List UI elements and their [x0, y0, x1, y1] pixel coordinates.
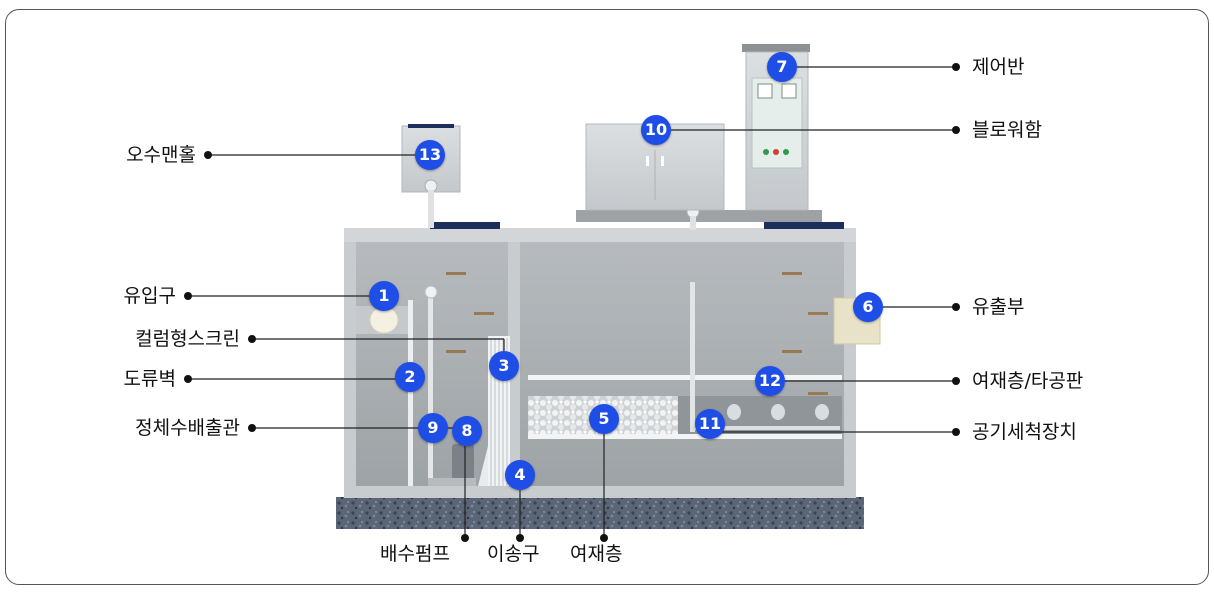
perforated-plate-bottom [528, 434, 842, 439]
wall-brackets [446, 272, 828, 395]
baffle-wall [408, 300, 413, 486]
label-transfer-port: 이송구 [487, 543, 540, 565]
air-bubbles [727, 404, 829, 420]
badge-3: 3 [489, 351, 519, 381]
pump-base [428, 478, 476, 486]
gravel-base [336, 497, 864, 529]
air-header-pipe [690, 426, 840, 430]
perforated-plate-top [528, 375, 842, 380]
badge-6: 6 [853, 292, 883, 322]
label-outlet: 유출부 [972, 296, 1025, 318]
meter-left [757, 83, 773, 99]
indicator-green-2 [783, 149, 789, 155]
badge-10: 10 [641, 115, 671, 145]
badge-7: 7 [767, 52, 797, 82]
label-baffle-wall: 도류벽 [123, 368, 176, 390]
badge-8: 8 [452, 416, 482, 446]
badge-1: 1 [369, 281, 399, 311]
stagnant-water-pipe [428, 292, 433, 482]
blower-platform [576, 210, 822, 222]
badge-4: 4 [505, 460, 535, 490]
leader-dots [184, 63, 960, 542]
badge-9: 9 [418, 413, 448, 443]
pipe-elbow [424, 285, 438, 299]
label-sewage-manhole: 오수맨홀 [126, 144, 196, 166]
badge-2: 2 [395, 362, 425, 392]
manhole-pipe [428, 190, 434, 228]
air-wash-pipe [690, 282, 695, 432]
label-media-perforated-plate: 여재층/타공판 [972, 370, 1084, 392]
blower-pipe [690, 216, 696, 230]
label-column-screen: 컬럼형스크린 [135, 328, 240, 350]
badge-12: 12 [755, 366, 785, 396]
manhole-lid [408, 124, 454, 128]
drain-pump-body [452, 444, 474, 480]
control-panel-roof [742, 44, 810, 52]
transfer-slope [478, 446, 488, 486]
indicator-red [773, 149, 779, 155]
indicator-green [763, 149, 769, 155]
solar-panel-right [764, 222, 844, 229]
badge-5: 5 [589, 404, 619, 434]
label-filter-media: 여재층 [570, 543, 623, 565]
label-air-wash: 공기세척장치 [972, 421, 1077, 443]
right-chamber [520, 240, 844, 486]
top-slab [344, 228, 856, 242]
label-stagnant-water-pipe: 정체수배출관 [135, 417, 240, 439]
label-blower-box: 블로워함 [972, 119, 1042, 141]
label-control-panel: 제어반 [972, 56, 1025, 78]
label-drain-pump: 배수펌프 [380, 543, 450, 565]
solar-panel-left [430, 222, 500, 229]
meter-right [781, 83, 797, 99]
blower-handle-left [646, 156, 649, 166]
blower-handle-right [661, 156, 664, 166]
badge-13: 13 [415, 140, 445, 170]
badge-11: 11 [695, 409, 725, 439]
label-inlet: 유입구 [123, 285, 176, 307]
